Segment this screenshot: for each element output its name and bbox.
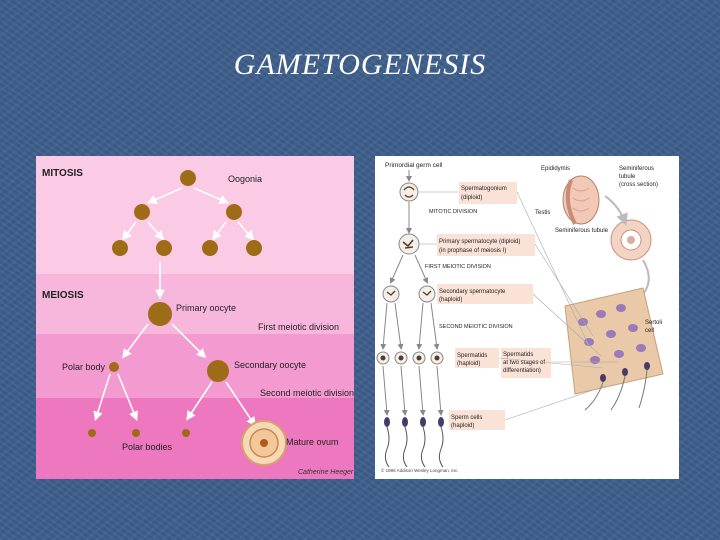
polar-body-cell xyxy=(182,429,190,437)
oogenesis-svg: MITOSIS MEIOSIS Oogonia Primary oocyte F… xyxy=(36,156,354,479)
polar-body-cell xyxy=(109,362,119,372)
spermatogonium-label: Spermatogonium xyxy=(461,186,507,192)
tubule-cross-section xyxy=(611,220,651,260)
oogonium-cell xyxy=(226,204,242,220)
sperm-cells-label: Sperm cells xyxy=(451,415,482,421)
epididymis-label: Epididymis xyxy=(541,166,570,172)
oogonia-label: Oogonia xyxy=(228,174,262,184)
spermatids-note: (haploid) xyxy=(457,361,480,367)
slide-title: GAMETOGENESIS xyxy=(0,48,720,82)
oogonium-cell xyxy=(134,204,150,220)
sperm-cells-note: (haploid) xyxy=(451,423,474,429)
oogonium-cell xyxy=(112,240,128,256)
polar-body-label: Polar body xyxy=(62,362,106,372)
primary-oocyte-cell xyxy=(148,302,172,326)
arrow xyxy=(391,255,403,282)
mitosis-band xyxy=(36,156,354,274)
primary-spermatocyte-label: Primary spermatocyte (diploid) xyxy=(439,239,520,245)
seminiferous-tubule-cross-line-2: tubule xyxy=(619,174,636,180)
oogonium-cell xyxy=(246,240,262,256)
testis-illustration xyxy=(563,176,599,224)
second-meiotic-division-label: Second meiotic division xyxy=(260,388,354,398)
seminiferous-tubule-cross-line-1: Seminiferous xyxy=(619,166,654,172)
primary-oocyte-label: Primary oocyte xyxy=(176,303,236,313)
seminiferous-tubule-label: Seminiferous tubule xyxy=(555,228,609,234)
secondary-oocyte-label: Secondary oocyte xyxy=(234,360,306,370)
tubule-wall-section xyxy=(565,288,663,410)
spermatogenesis-svg: Primordial germ cell Spermatogonium (dip… xyxy=(375,156,679,479)
secondary-oocyte-cell xyxy=(207,360,229,382)
label-boxes xyxy=(437,182,551,430)
polar-bodies-label: Polar bodies xyxy=(122,442,173,452)
primary-spermatocyte-note: (in prophase of meiosis I) xyxy=(439,248,506,254)
signature: Catherine Heeger xyxy=(298,469,354,476)
spermatogenesis-diagram: Primordial germ cell Spermatogonium (dip… xyxy=(375,156,679,479)
oogonium-cell xyxy=(180,170,196,186)
polar-body-cell xyxy=(88,429,96,437)
oogenesis-diagram: MITOSIS MEIOSIS Oogonia Primary oocyte F… xyxy=(36,156,354,479)
meiosis-label: MEIOSIS xyxy=(42,290,84,301)
secondary-spermatocyte-cells xyxy=(383,286,435,302)
spermatids-detail-line-2: at two stages of xyxy=(503,360,545,366)
spermatids-detail-line-1: Spermatids xyxy=(503,352,533,358)
mature-ovum-cell xyxy=(242,421,286,465)
sperm-cells xyxy=(384,417,444,467)
secondary-spermatocyte-label: Secondary spermatocyte xyxy=(439,289,506,295)
zoom-arrow xyxy=(605,196,625,222)
secondary-spermatocyte-note: (haploid) xyxy=(439,297,462,303)
sertoli-cell-label-line-1: Sertoli xyxy=(645,320,662,326)
copyright: © 1996 Addison Wesley Longman, Inc. xyxy=(381,467,459,473)
arrows xyxy=(383,366,441,414)
first-meiotic-division-label: First meiotic division xyxy=(258,322,339,332)
arrows xyxy=(383,303,437,348)
sertoli-cell-label-line-2: cell xyxy=(645,328,654,334)
second-meiotic-division-label: SECOND MEIOTIC DIVISION xyxy=(439,324,513,330)
testis-label: Testis xyxy=(535,210,550,216)
spermatogonium-note: (diploid) xyxy=(461,195,482,201)
spermatids-label: Spermatids xyxy=(457,353,487,359)
mitotic-division-label: MITOTIC DIVISION xyxy=(429,209,477,215)
primordial-germ-cell xyxy=(400,183,418,201)
mature-ovum-label: Mature ovum xyxy=(286,437,339,447)
mitosis-label: MITOSIS xyxy=(42,168,83,179)
primordial-germ-cell-label: Primordial germ cell xyxy=(385,162,443,169)
polar-body-cell xyxy=(132,429,140,437)
seminiferous-tubule-cross-line-3: (cross section) xyxy=(619,182,658,188)
oogonium-cell xyxy=(156,240,172,256)
spermatid-cells xyxy=(377,352,443,364)
primary-spermatocyte-cell xyxy=(399,234,419,254)
oogonium-cell xyxy=(202,240,218,256)
spermatids-detail-line-3: differentiation) xyxy=(503,368,541,374)
first-meiotic-division-label: FIRST MEIOTIC DIVISION xyxy=(425,264,491,270)
